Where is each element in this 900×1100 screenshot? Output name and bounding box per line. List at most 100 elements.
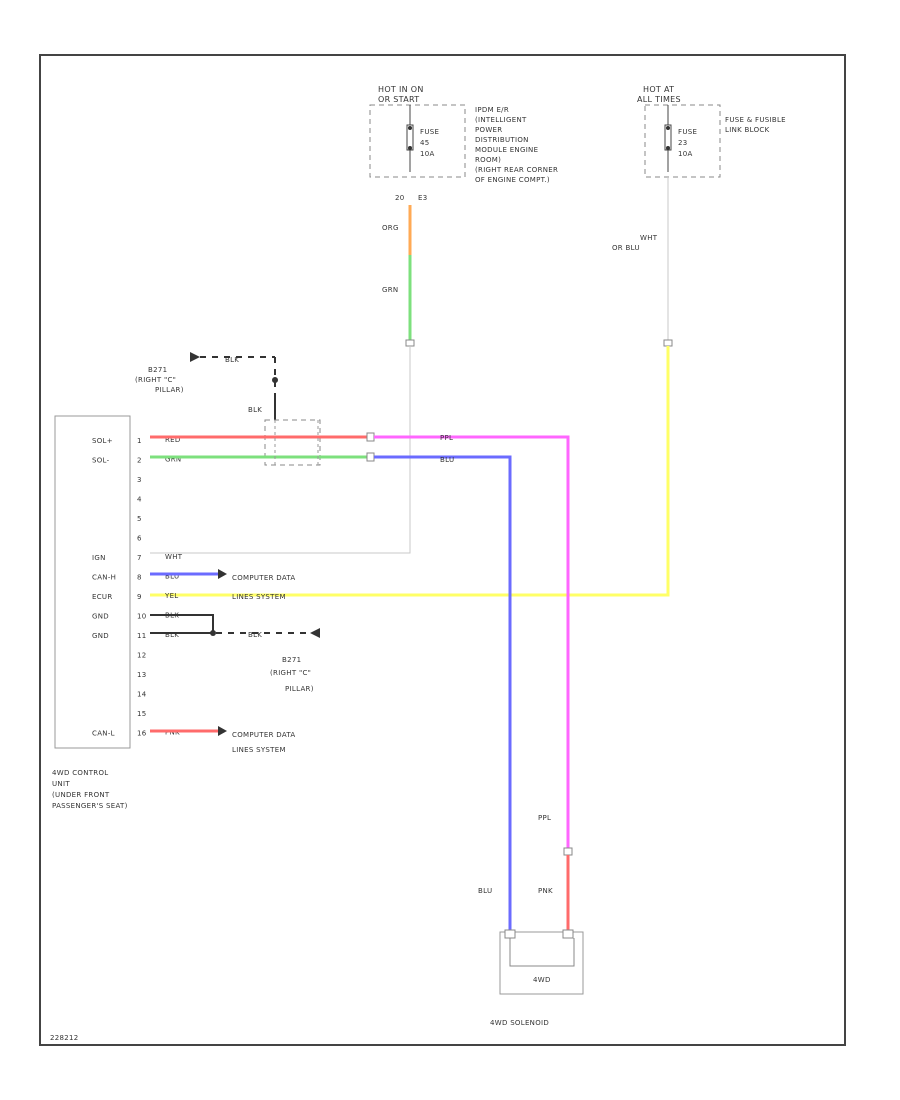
label-blk-ground-top: BLK (225, 356, 239, 364)
ecu-pin-num-14: 14 (137, 691, 147, 699)
diagram-id: 228212 (50, 1034, 79, 1042)
hot-at-label: HOT AT (643, 85, 674, 94)
wire-blu (374, 455, 512, 930)
sol-plus-terminal (366, 432, 375, 442)
solenoid-coil (509, 938, 575, 967)
fuse-45-dot-top (408, 126, 412, 130)
ground-top-loc1: (RIGHT "C" (135, 376, 176, 384)
wire-yel-terminal (663, 339, 673, 347)
fuse-45-amp: 10A (420, 150, 435, 158)
fuse-23-num: 23 (678, 139, 688, 147)
ecu-pin-wire-11: BLK (165, 631, 179, 639)
ecu-pin-num-16: 16 (137, 730, 147, 738)
4wd-control-unit-box (54, 415, 131, 749)
ecu-pin-name-10: GND (92, 613, 109, 621)
computer-data-bottom-1: LINES SYSTEM (232, 746, 286, 754)
label-org: ORG (382, 224, 399, 232)
computer-data-top-1: LINES SYSTEM (232, 593, 286, 601)
ecu-pin-num-15: 15 (137, 710, 147, 718)
ecu-pin-wire-2: GRN (165, 456, 181, 464)
ecu-pin-name-8: CAN-H (92, 574, 116, 582)
solenoid-label: 4WD SOLENOID (490, 1019, 549, 1027)
ground-top-name: B271 (148, 366, 167, 374)
ecu-pin-wire-1: RED (165, 436, 181, 444)
ground-top-loc2: PILLAR) (155, 386, 184, 394)
ipdm-desc-3: DISTRIBUTION (475, 136, 529, 144)
ground-bottom-loc2: PILLAR) (285, 685, 314, 693)
ground-bottom-icon (310, 628, 320, 638)
fuse-45-num: 45 (420, 139, 430, 147)
ecu-pin-num-11: 11 (137, 632, 147, 640)
solenoid-terminal-left (504, 929, 516, 939)
ecu-pin-name-11: GND (92, 632, 109, 640)
ground-top-splice-box (264, 419, 321, 466)
hot-in-on-label: HOT IN ON (378, 85, 424, 94)
label-ppl-top: PPL (440, 434, 453, 442)
ecu-pin-num-8: 8 (137, 574, 142, 582)
ecu-pin-num-6: 6 (137, 535, 142, 543)
fuse-23-label: FUSE (678, 128, 697, 136)
sol-minus-terminal (366, 452, 375, 462)
ipdm-pin-e3: E3 (418, 194, 427, 202)
fuse-block-group: HOT AT ALL TIMES FUSE 23 10A FUSE & FUSI… (637, 85, 786, 178)
ecu-pin-num-2: 2 (137, 457, 142, 465)
hot-in-on-label-2: OR START (378, 95, 419, 104)
ecu-pin-num-1: 1 (137, 437, 142, 445)
ground-bottom-name: B271 (282, 656, 301, 664)
computer-data-top-0: COMPUTER DATA (232, 574, 296, 582)
ecu-pin-num-13: 13 (137, 671, 147, 679)
label-wht: WHT (640, 234, 658, 242)
fuse-23-dot-top (666, 126, 670, 130)
ecu-pin-num-5: 5 (137, 515, 142, 523)
label-grn-upper: GRN (382, 286, 398, 294)
wire-grn-terminal (405, 339, 415, 347)
ecu-pin-wire-7: WHT (165, 553, 183, 561)
label-blk-ground-bottom: BLK (248, 631, 262, 639)
ipdm-pin-20: 20 (395, 194, 405, 202)
ipdm-fuse-group: HOT IN ON OR START FUSE 45 10A 20 E3 IPD… (369, 85, 558, 202)
ecu-pin-num-3: 3 (137, 476, 142, 484)
label-or-blu: OR BLU (612, 244, 640, 252)
ecu-pin-num-9: 9 (137, 593, 142, 601)
ground-top-group: BLK BLK B271 (RIGHT "C" PILLAR) (135, 352, 321, 466)
ground-bottom-loc1: (RIGHT "C" (270, 669, 311, 677)
can-l-arrow-icon (218, 726, 227, 736)
gnd-junction (210, 630, 216, 636)
wire-blk-gnd-10 (150, 614, 214, 635)
ecu-pin-num-10: 10 (137, 613, 147, 621)
label-pnk-bottom: PNK (538, 887, 553, 895)
computer-data-bottom-0: COMPUTER DATA (232, 731, 296, 739)
4wd-solenoid-box (499, 931, 584, 995)
ecu-pin-name-1: SOL+ (92, 437, 113, 445)
label-blu-bottom: BLU (478, 887, 492, 895)
wire-wht-ign (150, 346, 411, 554)
ipdm-desc-1: (INTELLIGENT (475, 116, 527, 124)
wire-ppl (374, 435, 570, 848)
fuse-23-dot-bottom (666, 146, 670, 150)
ipdm-fuse-box (369, 104, 466, 178)
fuse-block-desc-1: LINK BLOCK (725, 126, 770, 134)
ground-top-junction (272, 377, 278, 383)
ecu-pin-num-12: 12 (137, 652, 147, 660)
diagram-frame (39, 54, 846, 1046)
ipdm-desc-4: MODULE ENGINE (475, 146, 538, 154)
ecu-pin-wire-8: BLU (165, 573, 179, 581)
label-blk-vertical: BLK (248, 406, 262, 414)
ground-top-icon (190, 352, 200, 362)
hot-at-label-2: ALL TIMES (637, 95, 681, 104)
ecu-pin-name-16: CAN-L (92, 730, 115, 738)
ecu-pin-num-4: 4 (137, 496, 142, 504)
ipdm-desc-5: ROOM) (475, 156, 501, 164)
fuse-block-desc-0: FUSE & FUSIBLE (725, 116, 786, 124)
fuse-block-box (644, 104, 721, 178)
ecu-pin-name-2: SOL- (92, 457, 110, 465)
ecu-pin-name-7: IGN (92, 554, 106, 562)
can-h-arrow-icon (218, 569, 227, 579)
label-ppl-bottom: PPL (538, 814, 551, 822)
ecu-pin-name-9: ECUR (92, 593, 113, 601)
ppl-pnk-terminal (563, 847, 573, 856)
fuse-45-label: FUSE (420, 128, 439, 136)
solenoid-inner-label: 4WD (533, 976, 551, 984)
wire-yel (150, 346, 670, 597)
